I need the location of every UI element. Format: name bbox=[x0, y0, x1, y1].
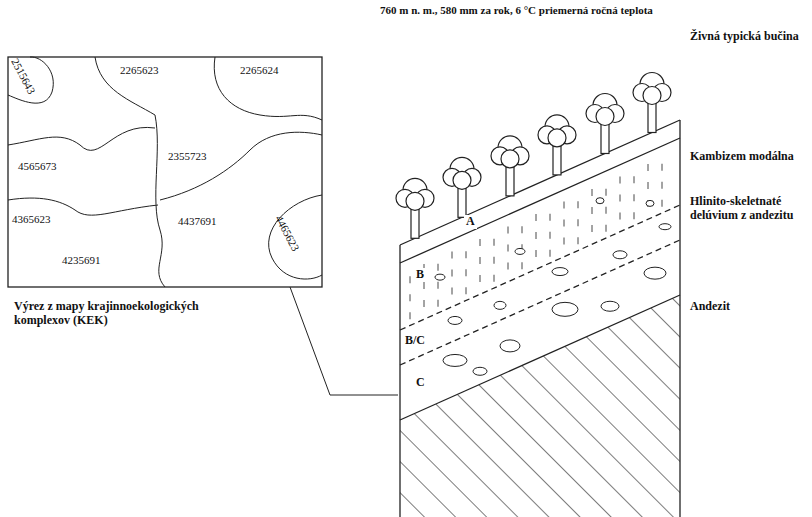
map-frame bbox=[8, 57, 322, 287]
horizon-letter: B bbox=[414, 268, 426, 282]
map-code: 4565673 bbox=[18, 160, 78, 173]
horizon-letter: B/C bbox=[403, 334, 427, 348]
substrate-label: Hlinito-skeletnaté delúvium z andezitu bbox=[690, 195, 808, 223]
profile-lines bbox=[400, 120, 680, 517]
trees bbox=[396, 73, 671, 239]
map-code: 2265623 bbox=[120, 64, 180, 77]
leader-line bbox=[290, 287, 398, 395]
bedrock-hatching bbox=[400, 295, 680, 517]
map-code: 4235691 bbox=[62, 254, 122, 267]
map-code: 4437691 bbox=[178, 215, 238, 228]
horizon-letter: A bbox=[464, 215, 477, 229]
map-code: 2265624 bbox=[240, 64, 300, 77]
map-boundaries bbox=[8, 57, 322, 287]
map-code: 4365623 bbox=[12, 213, 72, 226]
header-note: 760 m n. m., 580 mm za rok, 6 °C priemer… bbox=[380, 4, 680, 17]
horizon-letter: C bbox=[414, 376, 427, 390]
soil-label: Kambizem modálna bbox=[690, 150, 808, 164]
bedrock-label: Andezit bbox=[690, 300, 808, 314]
vegetation-label: Živná typická bučina bbox=[690, 30, 808, 44]
map-caption: Výrez z mapy krajinnoekologických komple… bbox=[14, 300, 246, 328]
stones bbox=[435, 198, 671, 376]
map-code: 2355723 bbox=[168, 150, 228, 163]
